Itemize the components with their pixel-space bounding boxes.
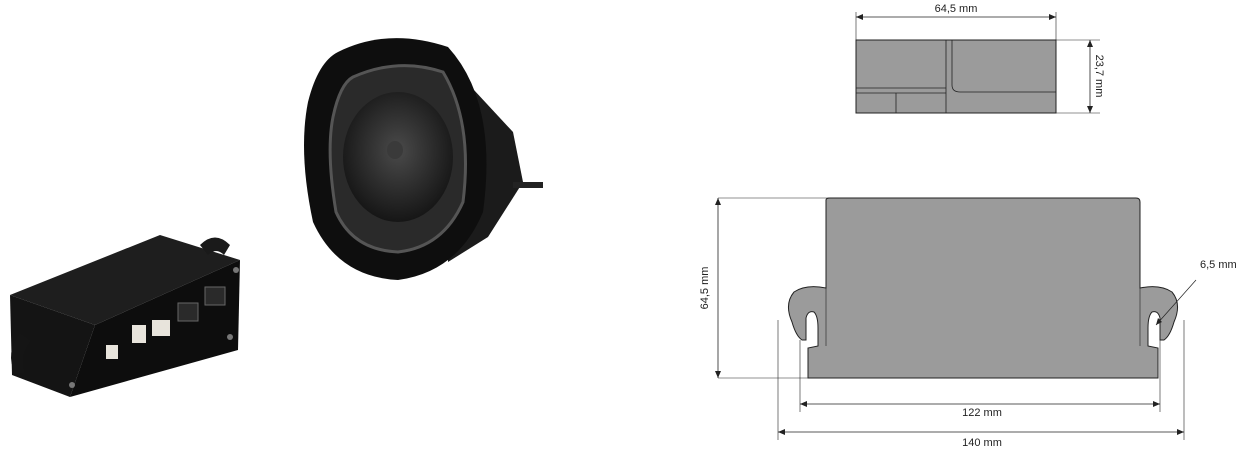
arrow-icon	[1087, 40, 1093, 47]
connector-large	[152, 320, 170, 336]
arrow-icon	[715, 198, 721, 205]
module-right-tab	[200, 237, 230, 255]
connector-medium	[132, 325, 146, 343]
arrow-icon	[715, 371, 721, 378]
arrow-icon	[1087, 106, 1093, 113]
arrow-icon	[856, 14, 863, 20]
screw	[227, 334, 233, 340]
top-view-drawing: 64,5 mm 6,5 mm 122 mm 140 mm	[690, 180, 1246, 450]
slot-leader-line	[1155, 279, 1197, 326]
control-module-photo	[0, 225, 250, 425]
arrow-icon	[800, 401, 807, 407]
screw	[69, 382, 75, 388]
inner-width-label: 122 mm	[962, 407, 1002, 419]
arrow-icon	[778, 429, 785, 435]
siren-speaker-photo	[298, 22, 548, 284]
rj-port-right	[204, 286, 226, 306]
module-left-face	[10, 295, 95, 397]
module-top-face	[10, 235, 240, 325]
top-height-label: 64,5 mm	[699, 267, 711, 310]
side-view-body	[855, 39, 1057, 114]
side-height-label: 23,7 mm	[1093, 55, 1105, 98]
slot-label: 6,5 mm	[1200, 259, 1237, 271]
side-view-drawing: 64,5 mm 23,7 mm	[830, 0, 1105, 130]
arrow-icon	[1177, 429, 1184, 435]
rj-port-left	[177, 302, 199, 322]
side-detail-line	[951, 84, 1056, 93]
side-width-label: 64,5 mm	[935, 3, 978, 15]
module-left-tab	[11, 333, 31, 373]
speaker-cable	[513, 182, 543, 188]
top-view-body	[788, 197, 1178, 379]
speaker-dust-cap	[387, 141, 403, 159]
arrow-icon	[1153, 401, 1160, 407]
arrow-icon	[1156, 318, 1162, 325]
arrow-icon	[1049, 14, 1056, 20]
connector-small	[106, 345, 118, 359]
outer-width-label: 140 mm	[962, 437, 1002, 449]
screw	[233, 267, 239, 273]
